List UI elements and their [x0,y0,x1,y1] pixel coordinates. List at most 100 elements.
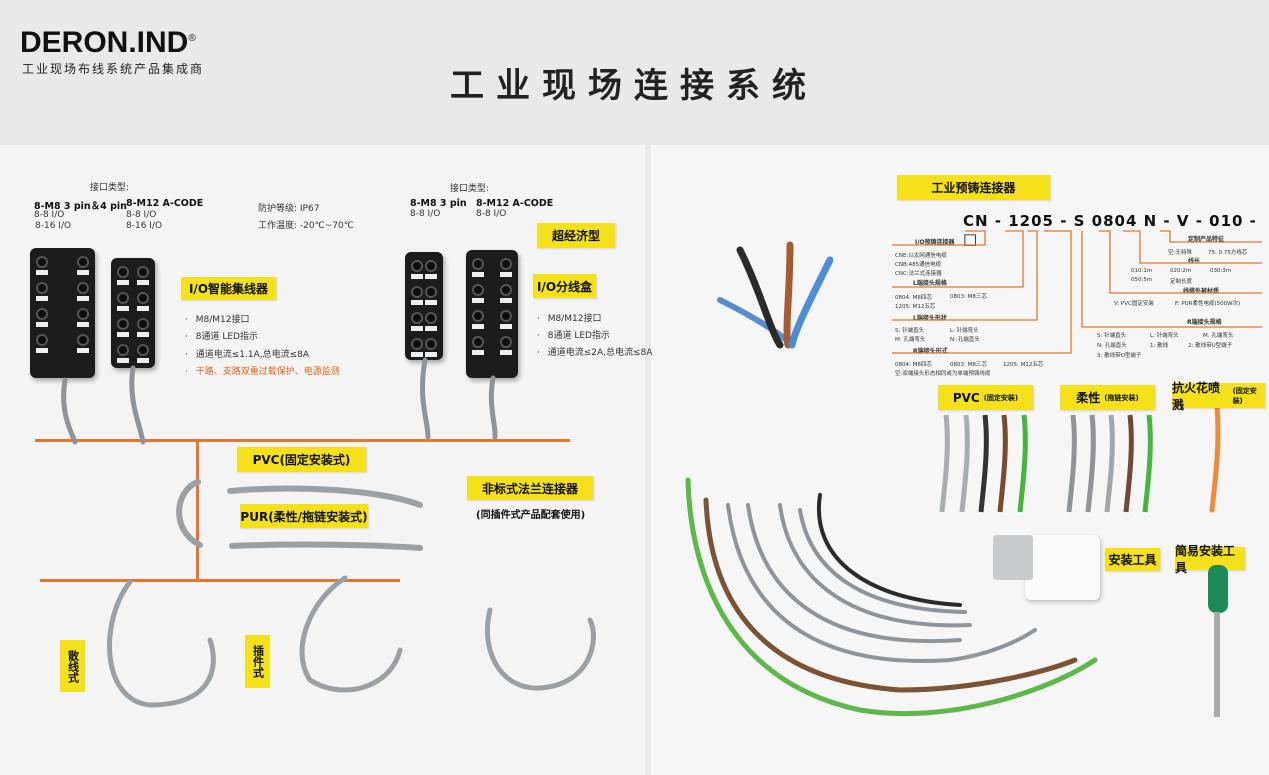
port-label [77,322,89,327]
code-lshape-item: L: 针端弯头 [950,328,979,334]
code-jacket-title: 线缆外被材质 [1183,288,1220,295]
hub-col1-l1: 8-8 I/O [34,210,65,220]
cable [488,375,498,440]
code-lshape-title: L端接头形状 [913,315,947,322]
flange-sub: (同插件式产品配套使用) [476,510,586,521]
code-jacket-item: F: PUR柔性电缆(500W次) [1175,301,1241,307]
code-rform-item: 1205: M12五芯 [1003,362,1044,368]
connector-port [117,292,129,304]
connector-port [117,344,129,356]
code-jacket-item: V: PVC固定安装 [1114,301,1154,307]
pvc-cable-label: PVC(固定安装) [938,385,1033,410]
loose-wire-label: 散线式 [60,640,85,692]
port-label [425,326,437,331]
pvc-cable-name: PVC [952,390,980,405]
cable [229,541,423,551]
code-rform-item: 0803: M8三芯 [950,362,987,368]
connector-port [472,310,484,322]
connector-port [36,334,48,346]
cable [61,377,78,445]
precast-connector-label: 工业预铸连接器 [897,175,1050,200]
connector-port [137,318,149,330]
orange-line [196,440,199,580]
port-label [117,358,129,363]
code-length-title: 线长 [1188,258,1201,265]
connector-port [500,258,512,270]
mounting-plate [1025,535,1100,600]
connector-port [137,292,149,304]
code-lspec-item: 1205: M12五芯 [895,304,936,310]
connector-port [36,256,48,268]
orange-line [35,439,570,442]
screwdriver-shaft [1214,612,1220,717]
box-col2-head: 8-M12 A-CODE [476,198,554,209]
easy-tools-label: 简易安装工具 [1175,544,1245,575]
cable [746,503,962,644]
cable-sample [997,414,1008,513]
screwdriver-handle [1208,565,1228,613]
code-length-item: 020:2m [1170,268,1192,274]
port-label [77,270,89,275]
box-col1-l1: 8-8 I/O [410,209,441,219]
code-length-item: 050:5m [1131,277,1153,283]
connector-port [472,284,484,296]
code-rform-title: R端接头形式 [913,348,948,355]
connector-port [425,338,437,350]
connector-port [36,282,48,294]
cable-sample [1066,414,1077,513]
cable-sample [1017,414,1028,513]
hinge [993,535,1033,580]
code-rform-item: 0804: M8四芯 [895,362,932,368]
connector-port [472,258,484,270]
code-rspec-item: M: 孔端弯头 [1203,333,1234,339]
cable-sample [1123,414,1134,513]
connector-port [425,286,437,298]
connector-port [36,308,48,320]
port-label [36,322,48,327]
operating-temp: 工作温度: -20℃~70℃ [258,221,354,231]
code-lspec-title: L端接头规格 [913,280,947,287]
cable [107,579,216,708]
code-io-item: CNB:485通信电缆 [895,262,942,268]
flex-cable-label: 柔性(拖链安装) [1060,385,1155,410]
code-rspec-item: 2: 散线带U型端子 [1188,343,1233,349]
pvc-cable-note: (固定安装) [983,393,1019,402]
port-label [500,272,512,277]
cable [1209,402,1221,513]
code-lspec-item: 0803: M8三芯 [950,294,987,300]
port-label [472,324,484,329]
code-custom-item: 75: 0.75方线芯 [1208,250,1248,256]
port-label [36,270,48,275]
cable [703,497,1078,693]
port-label [117,280,129,285]
connector-port [117,266,129,278]
cable-sample [1104,414,1115,513]
cable [736,246,784,349]
port-label [411,352,423,357]
cable [176,479,203,548]
port-label [137,280,149,285]
cable [227,485,423,508]
model-code: CN - 1205 - S 0804 N - V - 010 - □ [963,212,1257,248]
code-length-item: 030:3m [1210,268,1232,274]
cable [778,503,972,628]
box-bullet: M8/M12接口 [537,311,602,324]
connector-port [137,344,149,356]
cable [816,493,962,607]
cable-sample [1142,414,1153,513]
port-label [137,332,149,337]
flex-cable-note: (拖链安装) [1104,393,1139,402]
port-label [425,274,437,279]
code-lshape-item: M: 孔端弯头 [895,337,926,343]
reg-mark: ® [188,33,196,44]
hub-highlight: 干路、支路双重过载保护、电源监测 [185,364,340,377]
code-custom-item: 空:无特殊 [1168,250,1192,256]
connector-port [500,310,512,322]
cable [129,365,146,445]
hub-col1-l2: 8-16 I/O [35,221,72,231]
port-label [425,352,437,357]
box-bullet: 8通道 LED指示 [537,328,610,341]
cable-sample [978,414,989,513]
